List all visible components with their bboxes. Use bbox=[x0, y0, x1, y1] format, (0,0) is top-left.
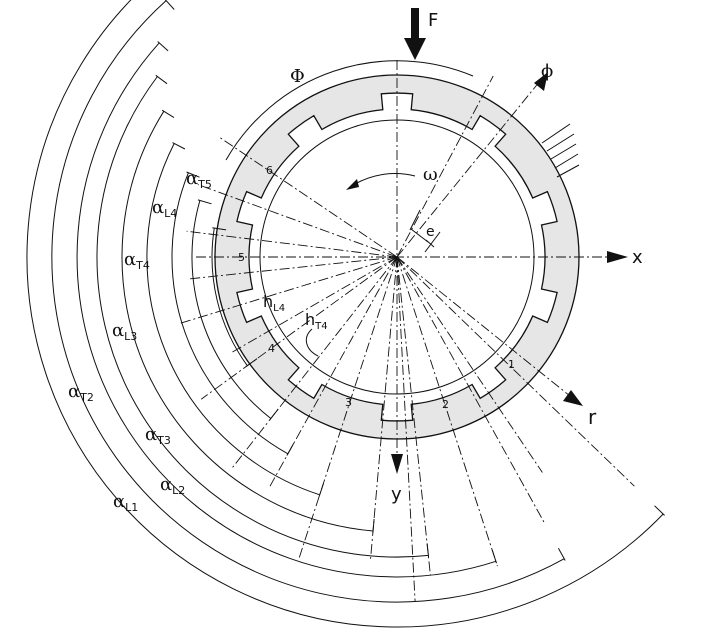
load-arrow bbox=[404, 8, 426, 60]
radial-line bbox=[396, 256, 635, 487]
angle-arc-tick bbox=[164, 0, 175, 10]
angle-arc-tick bbox=[212, 227, 227, 231]
angle-arc bbox=[146, 143, 320, 496]
force-label: F bbox=[428, 10, 438, 31]
radial-line bbox=[396, 256, 543, 473]
alpha-t3-label: αT3 bbox=[145, 424, 171, 447]
y-axis-label: y bbox=[391, 484, 402, 505]
angle-labels: αT5 αL4 αT4 αL3 αT3 αT2 αL2 αL1 hL4 hT4 bbox=[68, 168, 328, 514]
radial-line bbox=[197, 184, 398, 258]
radial-line bbox=[187, 256, 398, 280]
radial-line bbox=[179, 256, 398, 324]
angle-arc-tick bbox=[269, 408, 279, 421]
pad-numbers: 1 2 3 4 5 6 bbox=[238, 164, 515, 411]
angle-arc-tick bbox=[318, 483, 324, 497]
alpha-l1-label: αL1 bbox=[113, 491, 138, 514]
radial-line bbox=[186, 230, 398, 258]
angle-arc-tick bbox=[197, 199, 212, 205]
radial-line bbox=[369, 256, 398, 561]
angle-arc-tick bbox=[155, 74, 168, 85]
angle-arc-tick bbox=[172, 142, 186, 150]
pad-number-6: 6 bbox=[266, 164, 273, 177]
angle-arc-tick bbox=[654, 505, 665, 516]
ground-hatch bbox=[541, 123, 580, 178]
angle-arcs bbox=[26, 0, 665, 628]
radial-line bbox=[298, 256, 398, 560]
angle-arc bbox=[76, 42, 497, 578]
alpha-l2-label: αL2 bbox=[160, 474, 185, 497]
radial-line bbox=[396, 256, 498, 567]
alpha-t2-label: αT2 bbox=[68, 381, 94, 404]
alpha-l4-label: αL4 bbox=[152, 197, 177, 220]
capital-phi-label: Φ bbox=[290, 66, 305, 87]
omega-rotation-arrow bbox=[346, 173, 416, 190]
alpha-t4-label: αT4 bbox=[124, 249, 150, 272]
radial-line bbox=[200, 256, 398, 400]
pad-number-4: 4 bbox=[268, 342, 275, 355]
phi-axis-arrow bbox=[534, 72, 548, 91]
h-l4-label: hL4 bbox=[263, 292, 285, 314]
pad-number-2: 2 bbox=[442, 398, 449, 411]
angle-arc-tick bbox=[186, 171, 200, 178]
angle-arc-tick bbox=[161, 109, 175, 119]
angle-arc bbox=[121, 111, 374, 532]
angle-arc-tick bbox=[157, 41, 169, 52]
radial-line bbox=[396, 256, 416, 602]
angle-arc bbox=[171, 172, 289, 455]
h-t4-label: hT4 bbox=[305, 310, 328, 332]
angle-arc bbox=[211, 228, 248, 366]
omega-label: ω bbox=[423, 164, 438, 185]
pad-number-1: 1 bbox=[508, 358, 515, 371]
angle-arc-tick bbox=[286, 443, 295, 456]
radial-line bbox=[232, 256, 398, 353]
angle-arc-tick bbox=[491, 549, 497, 564]
angle-arc bbox=[96, 76, 429, 558]
x-axis-arrow bbox=[607, 251, 628, 263]
radial-line bbox=[396, 256, 431, 576]
angle-arc bbox=[26, 0, 664, 628]
r-axis-arrow bbox=[563, 390, 583, 406]
phi-arc bbox=[225, 60, 474, 161]
angle-arc bbox=[191, 200, 272, 419]
radial-line bbox=[396, 256, 546, 525]
angle-arc-tick bbox=[245, 358, 258, 368]
radial-line bbox=[231, 256, 398, 469]
phi-axis-label: ϕ bbox=[541, 61, 553, 82]
radial-line bbox=[217, 135, 398, 258]
r-axis-label: r bbox=[588, 405, 597, 429]
alpha-l3-label: αL3 bbox=[112, 320, 137, 343]
y-axis-arrow bbox=[391, 454, 403, 474]
x-axis-label: x bbox=[632, 247, 643, 268]
pad-number-3: 3 bbox=[345, 396, 352, 409]
eccentricity-label: e bbox=[426, 224, 435, 240]
angle-arc bbox=[51, 0, 565, 603]
angle-arc-tick bbox=[557, 547, 566, 561]
pad-number-5: 5 bbox=[238, 251, 245, 264]
eccentricity-marker bbox=[409, 209, 441, 253]
radial-line bbox=[396, 75, 494, 258]
symbol-labels: F ϕ x y r ω e Φ bbox=[290, 10, 643, 505]
alpha-t5-label: αT5 bbox=[186, 168, 212, 191]
angle-arc-tick bbox=[372, 518, 375, 533]
angle-arc-tick bbox=[426, 543, 430, 558]
h-t4-leader bbox=[305, 328, 319, 357]
